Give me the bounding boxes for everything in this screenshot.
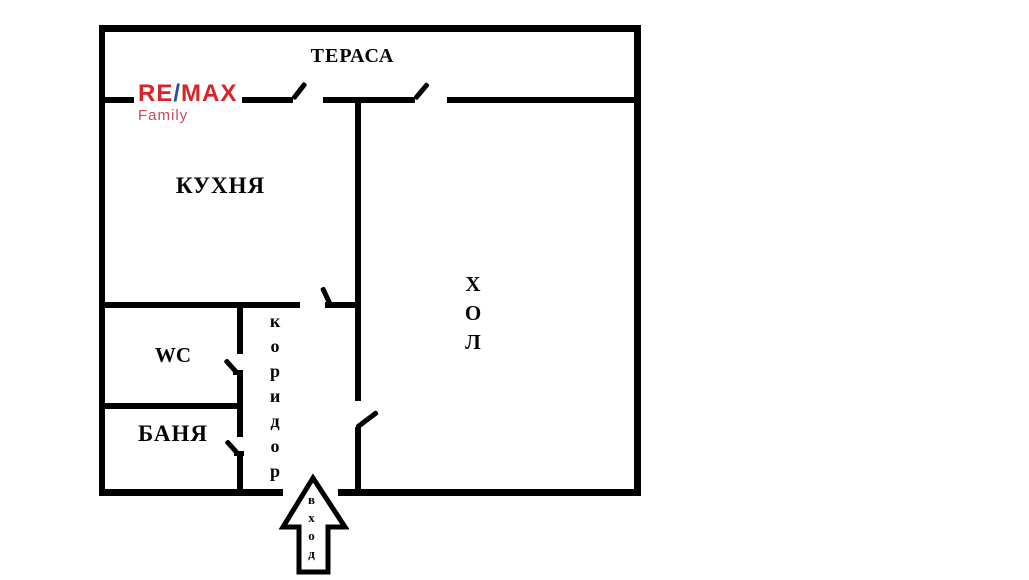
door-swing-kitchen-corridor: [320, 286, 333, 306]
wall-wc-corridor-middle: [237, 374, 243, 437]
wall-kitchen-door-stub: [325, 302, 357, 308]
door-swing-terrace-kitchen: [291, 81, 308, 101]
remax-logo: RE/MAX Family: [134, 81, 243, 125]
wall-bath-door-stub: [234, 451, 244, 456]
room-label-hall: ХОЛ: [461, 272, 485, 359]
room-label-corridor: коридор: [265, 311, 285, 486]
room-label-terrace: ТЕРАСА: [310, 45, 395, 67]
entrance-label: вход: [304, 492, 319, 564]
door-swing-terrace-hall: [413, 81, 430, 101]
wall-wc-corridor-upper: [237, 305, 243, 354]
wall-terrace-middle: [323, 97, 415, 103]
wall-wc-door-stub: [233, 370, 243, 375]
wall-kitchen-hall: [355, 100, 361, 307]
room-label-kitchen: КУХНЯ: [175, 173, 266, 198]
wall-outer-bottom-right: [338, 489, 641, 496]
wall-outer-bottom-left: [99, 489, 283, 496]
wall-kitchen-bottom: [102, 302, 300, 308]
remax-re-text: RE: [138, 80, 174, 107]
remax-max-text: MAX: [181, 80, 238, 107]
door-swing-corridor-hall: [355, 409, 379, 430]
room-label-wc: WC: [154, 343, 192, 367]
wall-wc-corridor-lower: [237, 456, 243, 493]
wall-outer-left: [99, 25, 105, 495]
entrance-arrow-icon: [278, 473, 349, 575]
wall-terrace-right: [447, 97, 637, 103]
wall-outer-top: [99, 25, 641, 32]
room-label-bath: БАНЯ: [137, 421, 208, 446]
wall-corridor-hall-lower: [355, 427, 361, 493]
remax-slash-icon: /: [173, 80, 182, 107]
remax-wordmark: RE/MAX: [138, 82, 237, 106]
wall-outer-right: [634, 25, 641, 495]
wall-wc-bath-divider: [102, 403, 240, 409]
wall-corridor-hall-upper: [355, 307, 361, 401]
remax-family-text: Family: [138, 107, 189, 124]
